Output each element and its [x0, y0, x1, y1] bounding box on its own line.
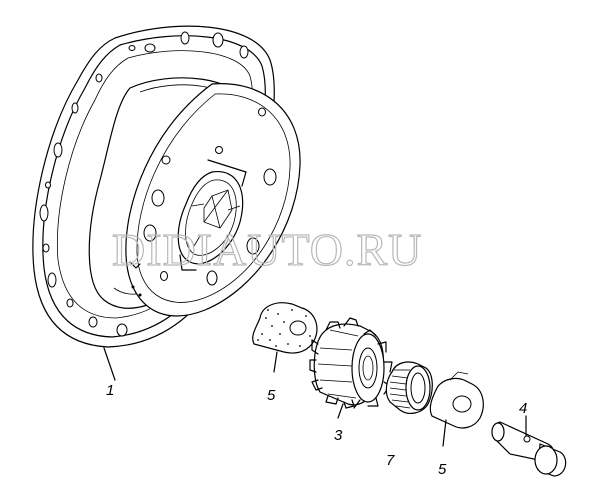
central-bore	[177, 159, 247, 271]
gasket-left	[252, 302, 318, 354]
gasket-right	[429, 371, 484, 429]
leader-lines	[103, 347, 527, 447]
callout-needle-bearing: 7	[386, 452, 395, 469]
face-bolt-holes	[131, 107, 277, 297]
flange-bolt-holes	[39, 31, 249, 337]
callout-hub: 1	[106, 382, 114, 399]
callout-gasket-left: 5	[267, 387, 276, 404]
watermark-text: DIDIAUTO.RU	[112, 224, 422, 275]
callout-gear: 3	[334, 427, 343, 444]
callout-gasket-right: 5	[438, 461, 447, 478]
callout-axle-pin: 4	[519, 400, 527, 417]
gear	[309, 317, 393, 409]
hub-assembly	[32, 25, 301, 348]
needle-bearing	[385, 361, 433, 414]
axle-pin	[491, 421, 567, 477]
